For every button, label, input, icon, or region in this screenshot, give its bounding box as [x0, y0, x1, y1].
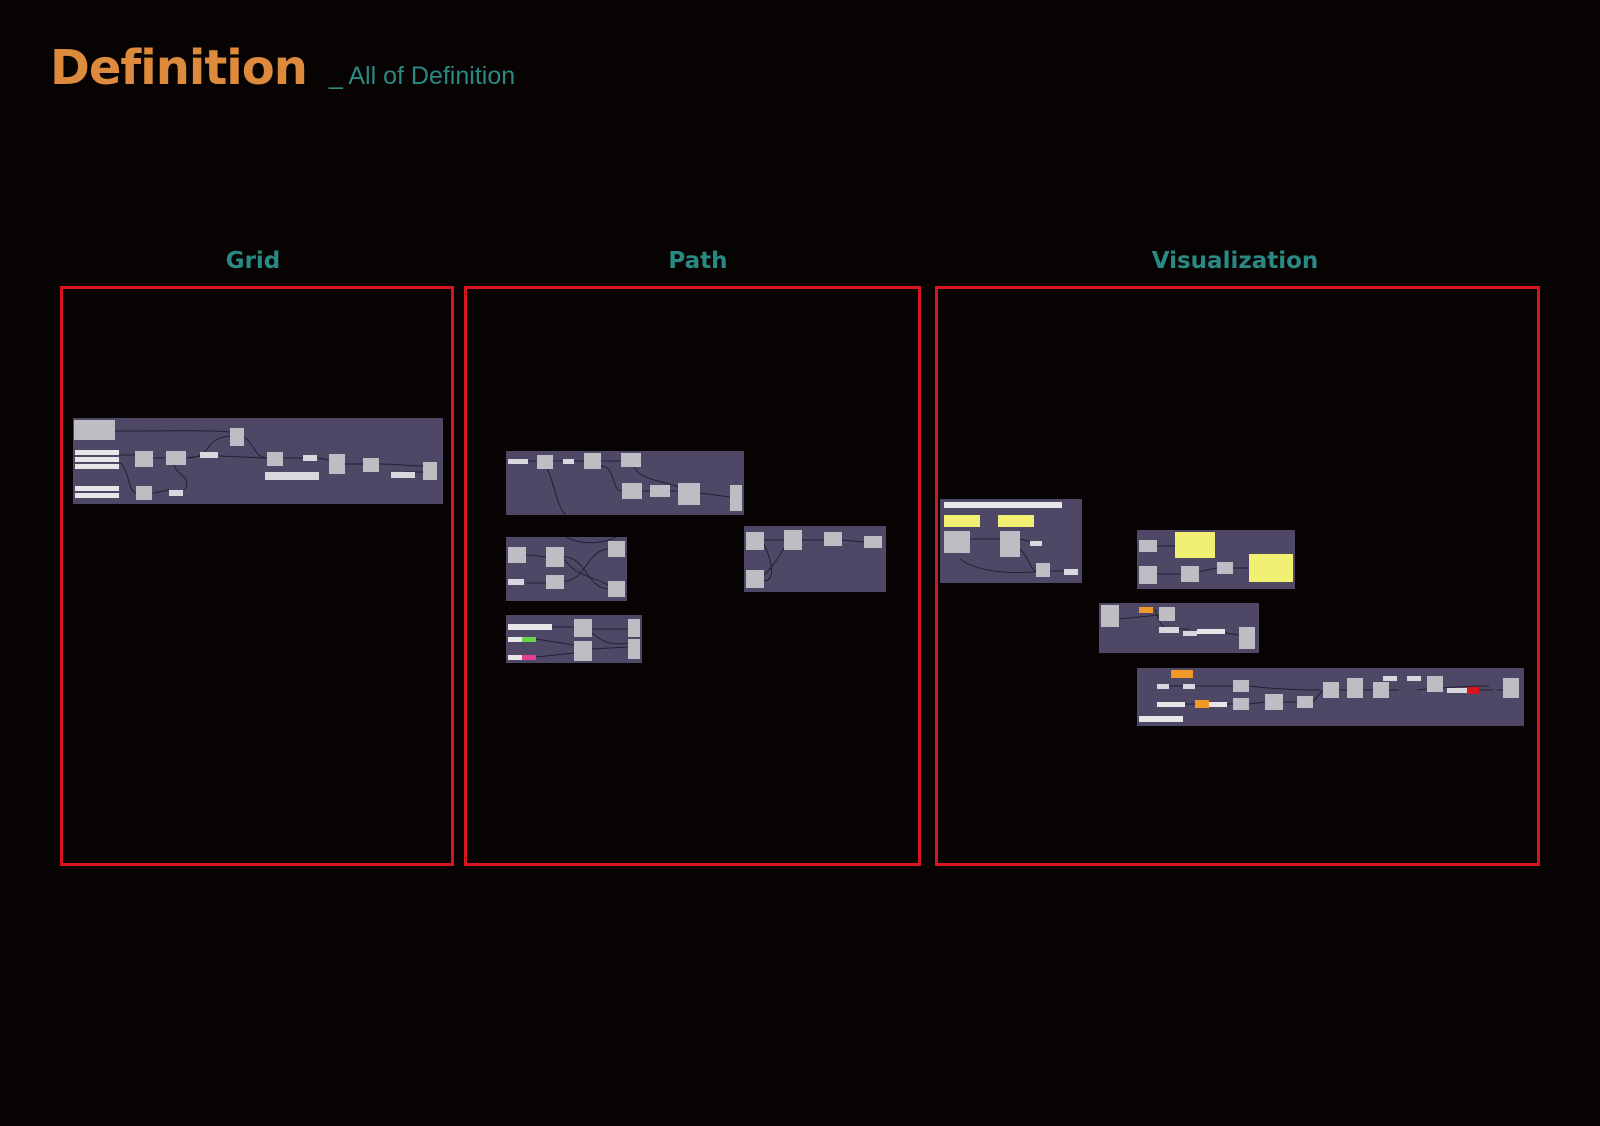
path-right-graph	[746, 530, 882, 588]
grid-definition-graph	[74, 420, 437, 500]
path-frame	[464, 286, 921, 866]
path-main-graph	[508, 453, 742, 515]
vis-color-panels-graph	[944, 502, 1078, 577]
path-left-graph	[508, 537, 625, 597]
section-label-path: Path	[668, 248, 728, 274]
path-cluster-right[interactable]	[744, 526, 886, 592]
section-label-visualization: Visualization	[1151, 248, 1319, 274]
path-cluster-left[interactable]	[506, 537, 627, 601]
section-label-grid: Grid	[225, 248, 281, 274]
page-title: Definition _ All of Definition	[50, 40, 515, 96]
path-cluster-main[interactable]	[506, 451, 744, 515]
vis-toggle-graph	[1101, 605, 1255, 649]
vis-cluster-color-panels[interactable]	[940, 499, 1082, 583]
title-main: Definition	[50, 40, 308, 96]
title-subtitle: _ All of Definition	[328, 62, 516, 90]
path-sliders-graph	[508, 619, 640, 661]
vis-cluster-yellow-panels[interactable]	[1137, 530, 1295, 589]
vis-pipeline-graph	[1139, 670, 1519, 722]
path-cluster-sliders[interactable]	[506, 615, 642, 663]
grid-definition-cluster[interactable]	[73, 418, 443, 504]
visualization-frame	[935, 286, 1540, 866]
vis-cluster-toggle[interactable]	[1099, 603, 1259, 653]
vis-cluster-pipeline[interactable]	[1137, 668, 1524, 726]
grid-frame	[60, 286, 454, 866]
vis-yellow-panels-graph	[1139, 532, 1293, 584]
